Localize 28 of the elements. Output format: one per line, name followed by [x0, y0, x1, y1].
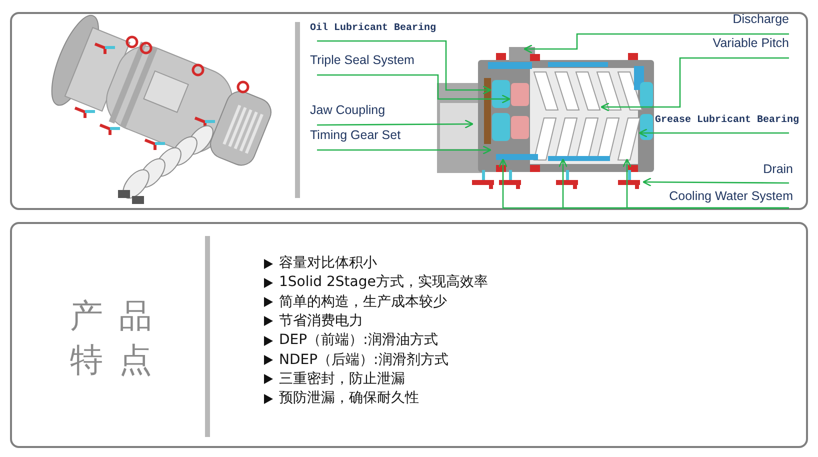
part-label: Timing Gear Set — [310, 128, 415, 150]
leader-line — [317, 119, 474, 129]
list-item: NDEP（后端）:润滑剂方式 — [279, 352, 448, 368]
list-item: 节省消费电力 — [279, 312, 363, 329]
leader-line — [642, 177, 789, 187]
panel-heading: 产品特点 — [70, 295, 169, 381]
feature-panel — [10, 222, 808, 448]
leader-line — [317, 74, 510, 104]
leader-line — [317, 145, 492, 155]
part-label: Oil Lubricant Bearing — [310, 22, 442, 41]
part-label: Variable Pitch — [679, 36, 789, 58]
part-label: Discharge — [709, 12, 789, 34]
leader-line — [638, 128, 789, 138]
list-item: 预防泄漏，确保耐久性 — [279, 390, 419, 406]
part-label: Drain — [729, 162, 793, 183]
part-label: Triple Seal System — [310, 53, 430, 75]
list-item: 1Solid 2Stage方式，实现高效率 — [279, 274, 488, 290]
leader-line — [600, 57, 789, 112]
part-label: Grease Lubricant Bearing — [655, 114, 805, 133]
list-item: 简单的构造，生产成本较少 — [279, 294, 447, 310]
leader-line — [524, 33, 789, 54]
list-item: DEP（前端）:润滑油方式 — [279, 332, 438, 348]
part-label: Cooling Water System — [659, 189, 793, 208]
list-item: 容量对比体积小 — [279, 255, 377, 271]
leader-line — [317, 40, 492, 95]
leader-line — [622, 158, 789, 209]
part-label: Jaw Coupling — [310, 103, 405, 125]
list-item: 三重密封，防止泄漏 — [279, 370, 405, 387]
